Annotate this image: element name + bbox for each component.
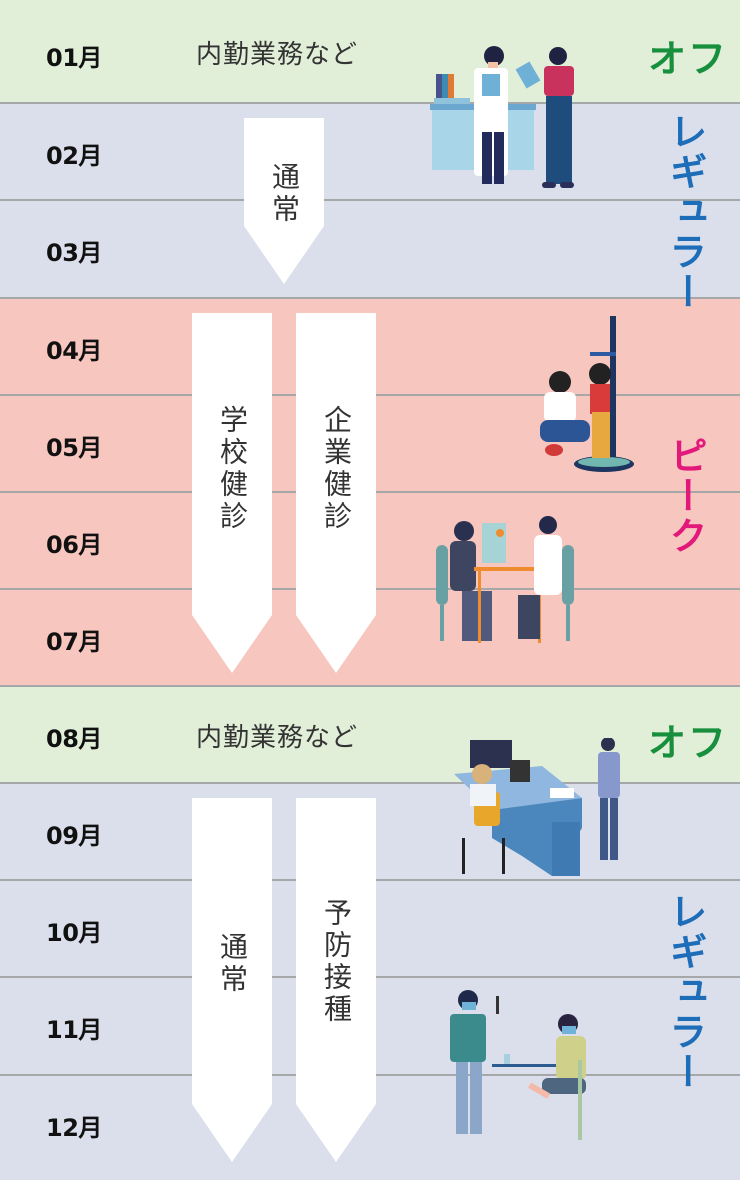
month-row-02: 02月	[0, 104, 740, 201]
month-label: 12月	[46, 1114, 102, 1142]
arrow-label: 通常	[216, 932, 249, 996]
month-row-03: 03月	[0, 201, 740, 299]
month-label: 03月	[46, 239, 102, 267]
month-label: 04月	[46, 337, 102, 365]
arrow-vaccination: 予防接種	[296, 798, 376, 1162]
off-task-label: 内勤業務など	[196, 723, 359, 753]
season-peak: ピーク	[663, 436, 707, 556]
month-label: 09月	[46, 822, 102, 850]
month-label: 06月	[46, 531, 102, 559]
arrow-sep-dec-normal: 通常	[192, 798, 272, 1162]
eye-exam-illustration	[436, 516, 574, 643]
month-label: 10月	[46, 919, 102, 947]
season-regular-1: レギュラー	[663, 112, 707, 312]
season-off-2: オフ	[648, 721, 729, 765]
season-off-1: オフ	[648, 37, 729, 81]
month-label: 07月	[46, 628, 102, 656]
arrow-label: 企業健診	[320, 405, 353, 533]
doctor-consulting-illustration	[430, 46, 574, 188]
office-work-illustration	[454, 738, 620, 876]
month-label: 11月	[46, 1016, 102, 1044]
arrow-corporate-checkup: 企業健診	[296, 313, 376, 673]
month-label: 01月	[46, 44, 102, 72]
month-row-01: 01月 内勤業務など	[0, 0, 740, 104]
arrow-label: 通常	[268, 162, 301, 226]
arrow-label: 予防接種	[320, 898, 353, 1026]
arrow-school-checkup: 学校健診	[192, 313, 272, 673]
season-regular-2: レギュラー	[663, 892, 707, 1092]
month-label: 02月	[46, 142, 102, 170]
height-measurement-illustration	[540, 316, 634, 472]
arrow-label: 学校健診	[216, 405, 249, 533]
month-label: 08月	[46, 725, 102, 753]
month-label: 05月	[46, 434, 102, 462]
off-task-label: 内勤業務など	[196, 40, 359, 70]
vaccination-illustration	[450, 990, 586, 1140]
